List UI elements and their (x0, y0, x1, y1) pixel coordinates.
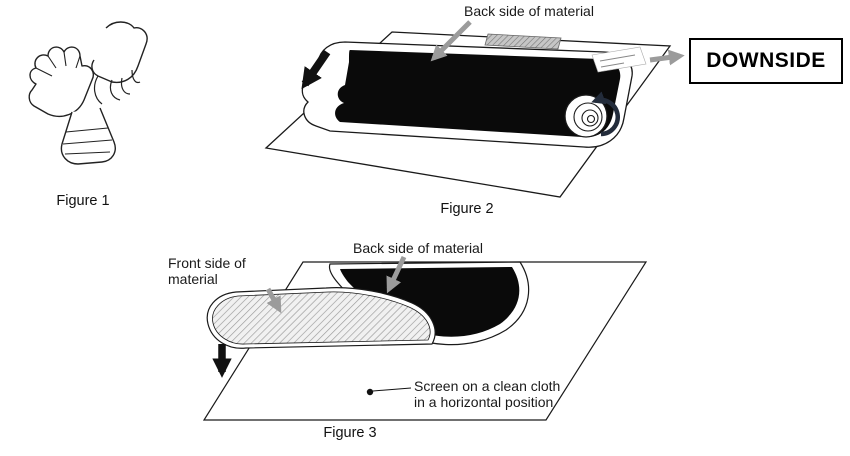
fig3-back-side-label: Back side of material (353, 240, 483, 256)
downside-label: DOWNSIDE (706, 49, 826, 72)
fig2-downside-pointer-arrow-icon (649, 49, 685, 66)
fig3-front-pointer-arrow-icon (265, 287, 282, 314)
glove-hand-outline (28, 46, 94, 118)
fig2-screen-clamp-strip (484, 33, 562, 50)
downside-box: DOWNSIDE (689, 38, 843, 84)
figure2-illustration (264, 20, 685, 198)
pulling-hand-outline (91, 21, 148, 84)
fig3-front-side-label: Front side of material (168, 255, 246, 287)
fig2-roll-direction-arrow-icon (591, 91, 620, 137)
glove-cuff-lines (62, 127, 113, 155)
glove-cuff (60, 107, 116, 165)
fig2-sticker-text-lines (599, 54, 636, 68)
fig3-front-side-label-line2: material (168, 271, 218, 287)
fig2-roll-spiral-3 (586, 114, 596, 124)
fig2-roll-spiral-1 (573, 102, 603, 132)
figure1-hands-gloves-illustration (28, 21, 148, 165)
figure1-caption: Figure 1 (56, 193, 110, 209)
fig2-backside-pointer-arrow-icon (430, 20, 472, 62)
fig2-material-back-side (335, 50, 621, 138)
fig3-screen-label: Screen on a clean cloth in a horizontal … (414, 378, 560, 410)
fig3-screen-label-line2: in a horizontal position (414, 394, 554, 410)
fig2-slide-direction-arrow-icon (301, 49, 331, 90)
fig3-screen-leader-line (372, 387, 412, 392)
fig2-back-side-label: Back side of material (464, 3, 594, 19)
fig3-screen-label-line1: Screen on a clean cloth (414, 378, 561, 394)
fig3-material-back-side (340, 267, 520, 337)
fig2-roll-spiral-2 (581, 109, 599, 127)
fig3-screen-leader-dot (366, 388, 374, 396)
figure3-illustration (202, 255, 648, 421)
figure3-caption: Figure 3 (323, 425, 377, 441)
glove-finger-lines (35, 51, 81, 77)
fig3-front-side-label-line1: Front side of (168, 255, 246, 271)
pulling-hand-fingers (93, 69, 141, 105)
figure2-caption: Figure 2 (440, 201, 494, 217)
fig3-back-pointer-arrow-icon (386, 255, 407, 294)
